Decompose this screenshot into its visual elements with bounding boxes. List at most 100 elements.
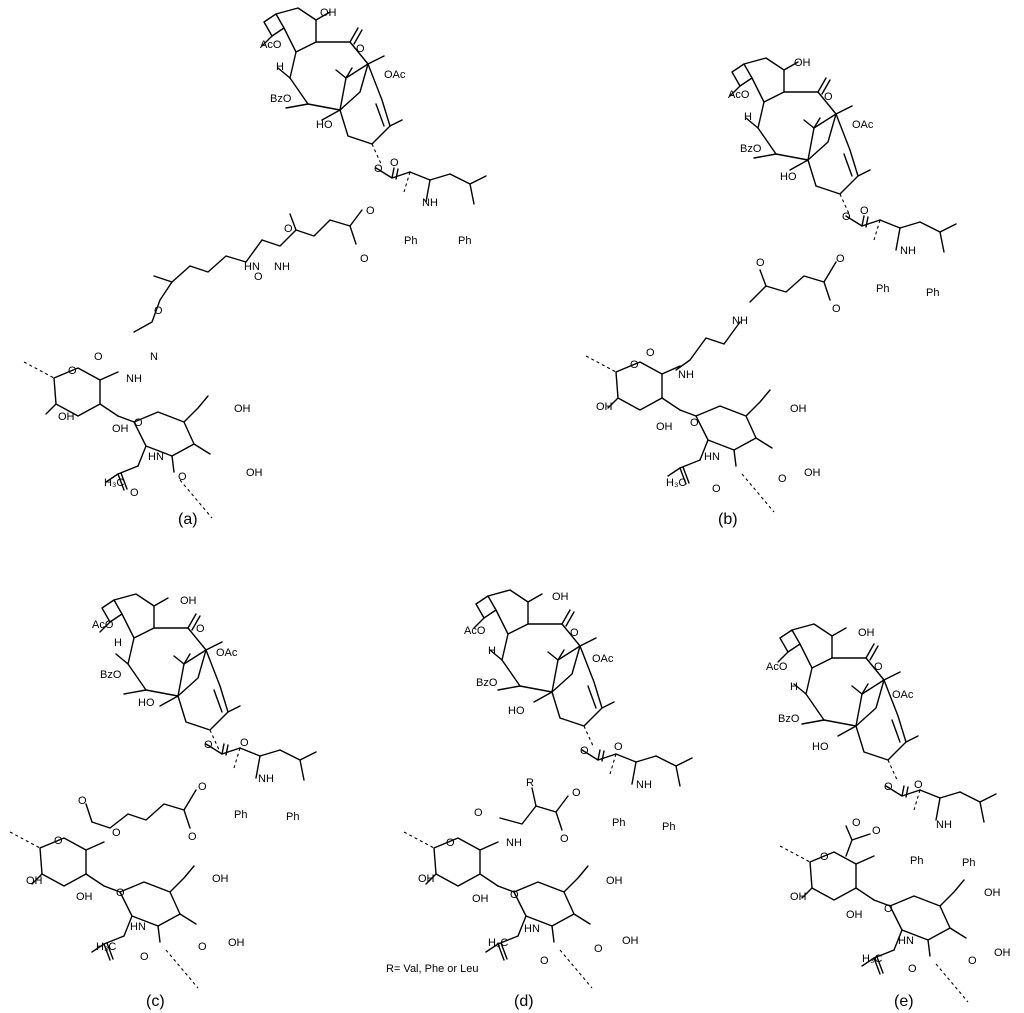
atom-o-ketone: O bbox=[356, 43, 365, 55]
atom-aco: AcO bbox=[766, 661, 788, 673]
atom-ph-benzoyl: Ph bbox=[926, 287, 939, 299]
atom-bzo: BzO bbox=[740, 143, 762, 155]
atom-o-acetyl: O bbox=[540, 955, 549, 967]
atom-hn: HN bbox=[898, 935, 914, 947]
atom-hn: HN bbox=[130, 921, 146, 933]
atom-o-acetyl: O bbox=[908, 963, 917, 975]
atom-aco: AcO bbox=[92, 619, 114, 631]
panel-a: OH AcO H OAc O BzO HO O O O NH Ph Ph O O… bbox=[23, 7, 487, 528]
atom-linker-o3: O bbox=[254, 271, 263, 283]
atom-oh2: OH bbox=[846, 909, 863, 921]
atom-ho: HO bbox=[508, 705, 525, 717]
atom-oac: OAc bbox=[216, 647, 238, 659]
atom-linker-nh2: NH bbox=[126, 373, 142, 385]
linker-chain-b bbox=[749, 261, 837, 303]
atom-o-link: O bbox=[510, 889, 519, 901]
atom-linker-o5: O bbox=[94, 351, 103, 363]
atom-oh3: OH bbox=[212, 873, 229, 885]
atom-ph-benzoyl: Ph bbox=[962, 857, 975, 869]
atom-ho: HO bbox=[138, 697, 155, 709]
atom-oac: OAc bbox=[592, 653, 614, 665]
atom-oh2: OH bbox=[656, 421, 673, 433]
atom-nh: NH bbox=[636, 779, 652, 791]
panel-label-d: (d) bbox=[514, 993, 534, 1010]
sugar-unit-a bbox=[23, 361, 213, 519]
atom-o-link: O bbox=[116, 887, 125, 899]
atom-o-ester: O bbox=[580, 745, 589, 757]
atom-oh2: OH bbox=[472, 893, 489, 905]
atom-oh-top: OH bbox=[858, 627, 875, 639]
atom-o-ring: O bbox=[630, 359, 639, 371]
atom-o-acyl: O bbox=[836, 253, 845, 265]
atom-h: H bbox=[488, 645, 496, 657]
sugar-unit-c bbox=[9, 831, 199, 989]
atom-linker-r: R bbox=[526, 777, 534, 789]
atom-ho: HO bbox=[780, 171, 797, 183]
atom-ph-benzoyl: Ph bbox=[458, 235, 471, 247]
atom-o-bottom: O bbox=[178, 471, 187, 483]
atom-linker-o2: O bbox=[112, 827, 121, 839]
atom-o-ring: O bbox=[446, 837, 455, 849]
atom-aco: AcO bbox=[260, 39, 282, 51]
atom-ho: HO bbox=[812, 741, 829, 753]
linker-chain-a bbox=[261, 209, 363, 247]
atom-o-ring: O bbox=[54, 835, 63, 847]
panel-label-e: (e) bbox=[894, 993, 914, 1010]
side-chain-e bbox=[885, 785, 997, 823]
atom-oh2: OH bbox=[76, 891, 93, 903]
atom-h3c: H₃C bbox=[96, 941, 116, 953]
atom-ph: Ph bbox=[234, 809, 247, 821]
atom-hn: HN bbox=[148, 451, 164, 463]
atom-o-acetyl: O bbox=[712, 483, 721, 495]
atom-oh4: OH bbox=[804, 467, 821, 479]
atom-o-acetyl: O bbox=[140, 951, 149, 963]
atom-aco: AcO bbox=[464, 625, 486, 637]
atom-nh: NH bbox=[936, 819, 952, 831]
atom-o-ketone: O bbox=[824, 91, 833, 103]
atom-o-bottom: O bbox=[198, 941, 207, 953]
panel-c: OH AcO H OAc O BzO HO O O O NH Ph Ph O O… bbox=[9, 593, 317, 1010]
atom-h: H bbox=[276, 61, 284, 73]
atom-o-carbonyl: O bbox=[240, 737, 249, 749]
atom-linker-n: N bbox=[150, 351, 158, 363]
r-group-note: R= Val, Phe or Leu bbox=[386, 963, 478, 975]
atom-h3c: H₃C bbox=[488, 937, 508, 949]
atom-oh3: OH bbox=[606, 875, 623, 887]
atom-linker-o2: O bbox=[284, 223, 293, 235]
atom-oh3: OH bbox=[984, 887, 1001, 899]
atom-bzo: BzO bbox=[100, 669, 122, 681]
atom-o-carbonyl: O bbox=[390, 157, 399, 169]
atom-h: H bbox=[114, 637, 122, 649]
linker-chain-c bbox=[91, 789, 197, 829]
atom-o-ester: O bbox=[374, 163, 383, 175]
atom-linker-o1: O bbox=[560, 833, 569, 845]
panel-d: OH AcO H OAc O BzO HO O O O NH Ph Ph R O… bbox=[386, 589, 693, 1010]
atom-o-link: O bbox=[690, 417, 699, 429]
atom-o-carbonyl: O bbox=[914, 779, 923, 791]
atom-oh3: OH bbox=[234, 403, 251, 415]
atom-oh4: OH bbox=[228, 937, 245, 949]
atom-h: H bbox=[790, 681, 798, 693]
atom-o-ring: O bbox=[820, 851, 829, 863]
atom-linker-hn: HN bbox=[244, 261, 260, 273]
atom-aco: AcO bbox=[728, 89, 750, 101]
atom-o-bottom: O bbox=[778, 473, 787, 485]
atom-oac: OAc bbox=[852, 119, 874, 131]
atom-oh-top: OH bbox=[552, 591, 569, 603]
atom-oh2: OH bbox=[112, 423, 129, 435]
atom-oh3: OH bbox=[790, 403, 807, 415]
atom-linker-o3: O bbox=[78, 795, 87, 807]
panel-b: OH AcO H OAc O BzO HO O O O NH Ph Ph O O… bbox=[585, 57, 957, 528]
atom-oh1: OH bbox=[26, 875, 43, 887]
atom-o-link: O bbox=[884, 903, 893, 915]
atom-o-ester: O bbox=[842, 211, 851, 223]
atom-o-ketone: O bbox=[874, 661, 883, 673]
atom-linker-o2: O bbox=[756, 257, 765, 269]
atom-ph-benzoyl: Ph bbox=[662, 821, 675, 833]
panel-label-c: (c) bbox=[146, 993, 165, 1010]
atom-nh: NH bbox=[900, 245, 916, 257]
atom-oh-top: OH bbox=[320, 7, 337, 19]
atom-o-ester: O bbox=[884, 781, 893, 793]
atom-o-acyl: O bbox=[872, 825, 881, 837]
atom-oh4: OH bbox=[246, 467, 263, 479]
